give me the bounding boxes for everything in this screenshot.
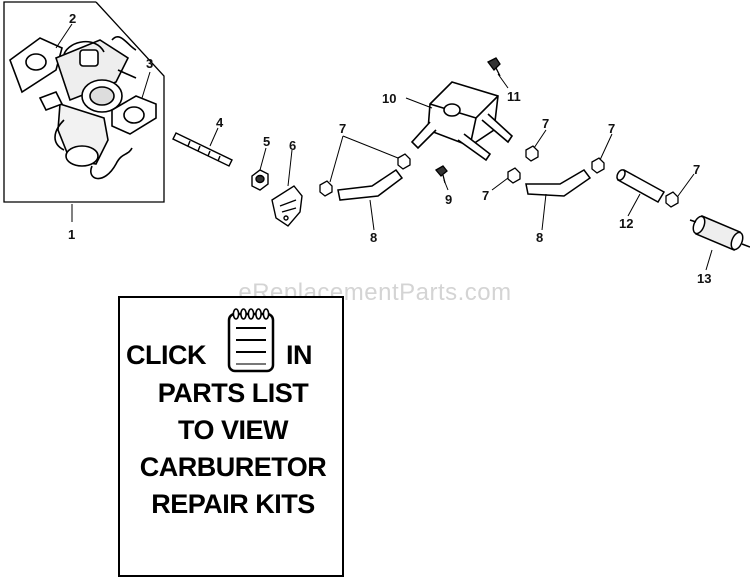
screw[interactable] <box>487 57 501 77</box>
callout-7: 7 <box>339 121 346 136</box>
fuel-line[interactable] <box>525 169 592 197</box>
parts-list-icon[interactable] <box>226 306 276 374</box>
assembly-frame <box>3 1 165 203</box>
callout-6: 6 <box>289 138 296 153</box>
hose-clamp[interactable] <box>507 145 679 208</box>
callout-12: 12 <box>619 216 633 231</box>
nut[interactable] <box>251 169 269 191</box>
callout-11: 11 <box>507 89 521 104</box>
callout-8: 8 <box>370 230 377 245</box>
fuel-hose[interactable] <box>615 168 666 204</box>
repair-kits-label: REPAIR KITS <box>151 489 315 519</box>
stud[interactable] <box>172 132 233 167</box>
click-label: CLICK <box>126 340 207 370</box>
screw[interactable] <box>435 165 448 184</box>
bracket[interactable] <box>271 185 303 227</box>
callout-13: 13 <box>697 271 711 286</box>
callout-7: 7 <box>482 188 489 203</box>
to-view-label: TO VIEW <box>177 415 289 445</box>
carburetor-repair-kits-link[interactable]: CLICK IN PARTS LIST TO VIEW CARBURETOR R… <box>118 296 344 577</box>
callout-9: 9 <box>445 192 452 207</box>
carburetor-label: CARBURETOR <box>139 452 327 482</box>
fuel-pump[interactable] <box>410 81 514 162</box>
callout-5: 5 <box>263 134 270 149</box>
callout-10: 10 <box>382 91 396 106</box>
callout-7: 7 <box>693 162 700 177</box>
callout-8: 8 <box>536 230 543 245</box>
callout-4: 4 <box>216 115 224 130</box>
callout-3: 3 <box>146 56 153 71</box>
parts-list-label: PARTS LIST <box>157 378 309 408</box>
callout-7: 7 <box>608 121 615 136</box>
hose-clamp[interactable] <box>319 153 411 197</box>
leader-lines <box>55 23 713 271</box>
in-label: IN <box>286 340 313 370</box>
gasket[interactable] <box>111 95 157 135</box>
carburetor-assembly[interactable] <box>9 35 137 180</box>
fuel-filter[interactable] <box>689 214 750 252</box>
fuel-line[interactable] <box>337 168 404 201</box>
callout-7: 7 <box>542 116 549 131</box>
callout-1: 1 <box>68 227 75 242</box>
callout-2: 2 <box>69 11 76 26</box>
